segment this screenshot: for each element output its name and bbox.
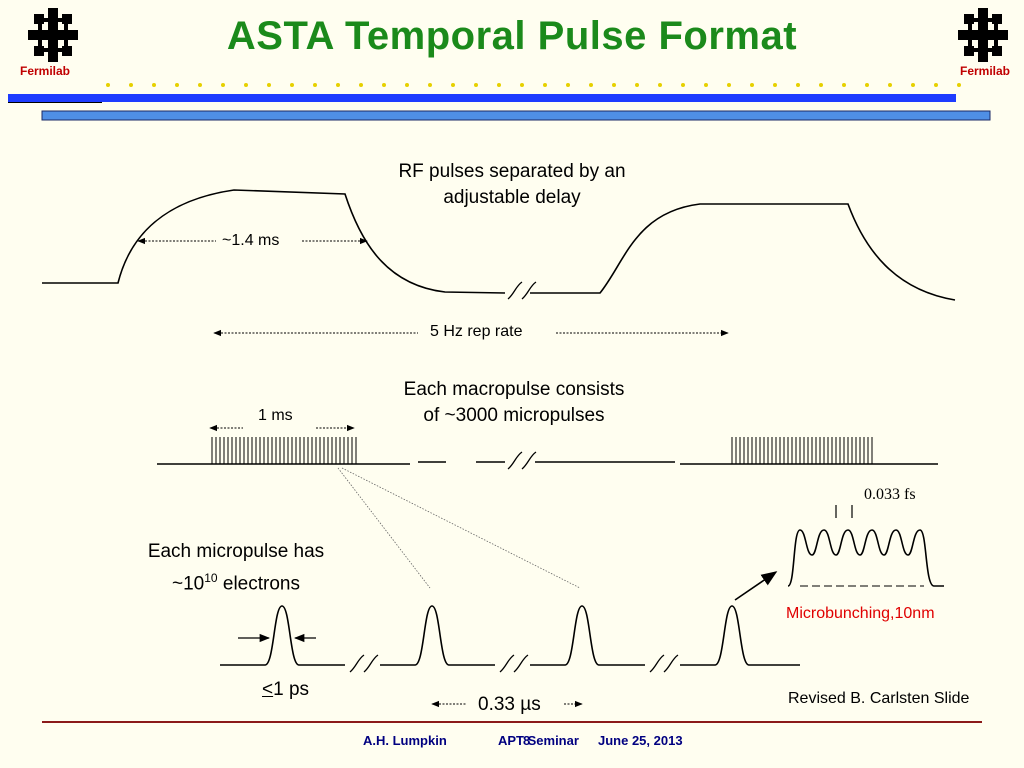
micropulse-train-1 (211, 437, 357, 464)
microbunching-label: Microbunching,10nm (786, 605, 935, 622)
macro-width-label: 1 ms (258, 407, 293, 424)
footer-author: A.H. Lumpkin (363, 733, 447, 748)
footer-rule (42, 721, 982, 723)
blue-bar (8, 94, 956, 102)
fermilab-logo-icon (28, 8, 78, 62)
rf-width-label: ~1.4 ms (222, 232, 280, 249)
break-symbol (507, 281, 537, 300)
fermilab-logo-right: Fermilab (944, 8, 1020, 80)
footer-venue: APT Seminar (498, 733, 579, 748)
dotted-rule (106, 83, 961, 87)
footer-page: 8 (523, 733, 531, 748)
micro-width-label: <1 ps (262, 679, 310, 700)
slide-title: ASTA Temporal Pulse Format (226, 14, 798, 58)
light-blue-bar (41, 110, 991, 121)
rep-rate-label: 5 Hz rep rate (430, 323, 523, 340)
macropulse-baseline (157, 461, 938, 465)
logo-label: Fermilab (20, 64, 71, 78)
micropulse-trace (220, 605, 800, 666)
rf-label: RF pulses separated by an adjustable del… (398, 161, 626, 208)
fermilab-logo-left: Fermilab (18, 8, 90, 80)
footer-date: June 25, 2013 (598, 733, 683, 748)
fermilab-logo-icon (958, 8, 1008, 62)
rf-pulse-trace (42, 189, 956, 301)
logo-label: Fermilab (960, 64, 1011, 78)
micropulse-label: Each micropulse has ~1010 electrons (147, 541, 325, 595)
pulse-diagram (42, 189, 956, 708)
micropulse-train-2 (731, 437, 873, 464)
credit-label: Revised B. Carlsten Slide (788, 690, 970, 707)
macropulse-label: Each macropulse consists of ~3000 microp… (403, 379, 625, 426)
micro-spacing-label: 0.33 µs (478, 694, 541, 715)
zoom-arrow (734, 571, 778, 601)
header-bars (8, 83, 991, 121)
microbunching-trace (787, 529, 944, 587)
bunch-spacing-label: 0.033 fs (864, 486, 916, 503)
